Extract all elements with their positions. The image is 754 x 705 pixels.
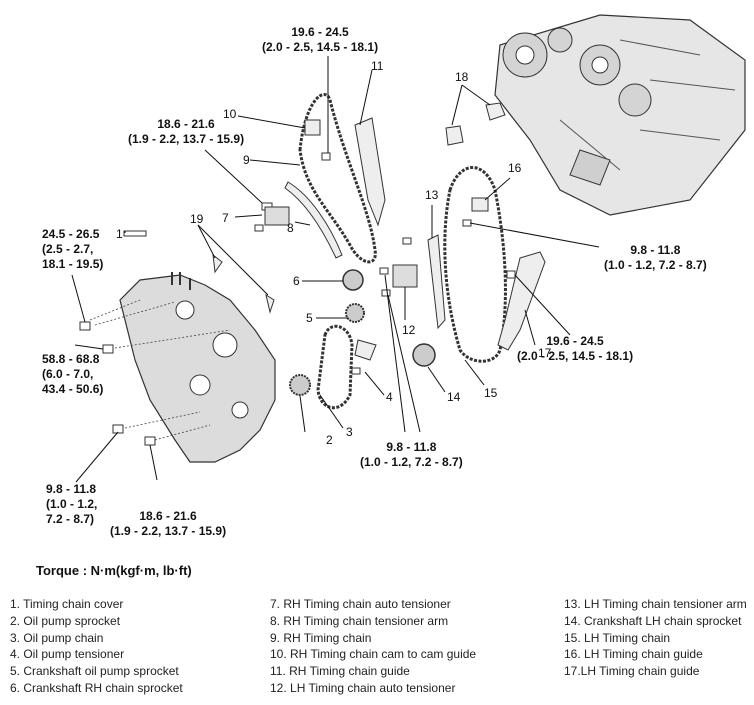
crankshaft-oil-pump-sprocket bbox=[345, 303, 365, 323]
callout-5: 5 bbox=[306, 311, 313, 325]
legend-item: 3. Oil pump chain bbox=[10, 630, 104, 645]
torque-spec-rh-tensioner: 18.6 - 21.6(1.9 - 2.2, 13.7 - 15.9) bbox=[128, 117, 245, 146]
legend-item: 13. LH Timing chain tensioner arm bbox=[564, 597, 747, 611]
legend-item: 17.LH Timing chain guide bbox=[564, 664, 700, 679]
legend-item: 15. LH Timing chain bbox=[564, 630, 671, 645]
callout-4: 4 bbox=[386, 390, 393, 404]
callout-17: 17 bbox=[538, 346, 552, 360]
rh-chain-guide bbox=[354, 117, 386, 227]
exploded-timing-diagram bbox=[71, 14, 746, 483]
torque-spec-lh-guide-17: 19.6 - 24.5(2.0 - 2.5, 14.5 - 18.1) bbox=[517, 334, 634, 363]
callout-18: 18 bbox=[455, 70, 469, 84]
legend-item: 14. Crankshaft LH chain sprocket bbox=[564, 613, 742, 628]
callout-2: 2 bbox=[326, 433, 333, 447]
lh-chain-guide bbox=[471, 197, 489, 212]
callout-1: 1 bbox=[116, 227, 123, 241]
callout-3: 3 bbox=[346, 425, 353, 439]
callout-19: 19 bbox=[190, 212, 204, 226]
lh-chain-guide-17 bbox=[497, 251, 546, 351]
lh-tensioner-arm bbox=[427, 234, 446, 330]
torque-spec-cover-mid: 58.8 - 68.8(6.0 - 7.0,43.4 - 50.6) bbox=[42, 352, 104, 396]
rh-tensioner-arm bbox=[284, 181, 343, 259]
torque-spec-rh-cam-guide: 19.6 - 24.5(2.0 - 2.5, 14.5 - 18.1) bbox=[262, 25, 379, 54]
part-18-bracket-b bbox=[445, 125, 464, 146]
engine-block-illustration bbox=[494, 14, 746, 216]
legend-item: 2. Oil pump sprocket bbox=[10, 613, 121, 628]
legend-item: 7. RH Timing chain auto tensioner bbox=[270, 597, 451, 611]
legend-item: 1. Timing chain cover bbox=[10, 597, 124, 611]
rh-auto-tensioner bbox=[264, 206, 290, 226]
legend-column-2: 7. RH Timing chain auto tensioner 8. RH … bbox=[270, 596, 476, 697]
legend-item: 11. RH Timing chain guide bbox=[270, 664, 410, 679]
legend-item: 10. RH Timing chain cam to cam guide bbox=[270, 647, 477, 662]
callout-12: 12 bbox=[402, 323, 416, 337]
crankshaft-rh-sprocket bbox=[342, 269, 364, 291]
callout-11: 11 bbox=[371, 59, 384, 73]
lh-auto-tensioner bbox=[392, 264, 418, 288]
oil-pump-tensioner bbox=[354, 339, 377, 361]
callout-13: 13 bbox=[425, 188, 439, 202]
callout-10: 10 bbox=[223, 107, 237, 121]
callout-6: 6 bbox=[293, 274, 300, 288]
torque-spec-cover-top: 24.5 - 26.5(2.5 - 2.7,18.1 - 19.5) bbox=[42, 227, 104, 271]
timing-chain-cover-illustration bbox=[119, 272, 276, 463]
torque-spec-lh-guide: 9.8 - 11.8(1.0 - 1.2, 7.2 - 8.7) bbox=[604, 243, 707, 272]
legend-column-1: 1. Timing chain cover 2. Oil pump sprock… bbox=[10, 596, 183, 697]
legend-column-3: 13. LH Timing chain tensioner arm 14. Cr… bbox=[564, 596, 747, 680]
callout-8: 8 bbox=[287, 221, 294, 235]
oil-pump-sprocket bbox=[289, 374, 311, 396]
cam-to-cam-guide bbox=[304, 119, 321, 136]
crankshaft-lh-sprocket bbox=[412, 343, 436, 367]
legend-item: 12. LH Timing chain auto tensioner bbox=[270, 680, 456, 695]
legend-item: 8. RH Timing chain tensioner arm bbox=[270, 613, 449, 628]
callout-9: 9 bbox=[243, 153, 250, 167]
rh-timing-chain bbox=[298, 93, 377, 264]
part-19-guide bbox=[212, 253, 223, 274]
callout-14: 14 bbox=[447, 390, 461, 404]
torque-spec-cover-bottom: 9.8 - 11.8(1.0 - 1.2,7.2 - 8.7) bbox=[46, 482, 98, 526]
torque-spec-cover-lower: 18.6 - 21.6(1.9 - 2.2, 13.7 - 15.9) bbox=[110, 509, 227, 538]
legend-item: 4. Oil pump tensioner bbox=[10, 647, 125, 662]
legend-item: 16. LH Timing chain guide bbox=[564, 647, 703, 662]
callout-7: 7 bbox=[222, 211, 229, 225]
legend-item: 6. Crankshaft RH chain sprocket bbox=[10, 680, 183, 695]
legend-item: 9. RH Timing chain bbox=[270, 630, 372, 645]
callout-16: 16 bbox=[508, 161, 522, 175]
callout-15: 15 bbox=[484, 386, 498, 400]
bolt-alignment-lines bbox=[89, 299, 231, 441]
legend-item: 5. Crankshaft oil pump sprocket bbox=[10, 664, 179, 679]
torque-spec-lh-tensioner: 9.8 - 11.8(1.0 - 1.2, 7.2 - 8.7) bbox=[360, 440, 463, 469]
part-19-guide-b bbox=[265, 293, 275, 314]
lh-timing-chain bbox=[443, 166, 507, 363]
leader-lines bbox=[71, 56, 600, 483]
oil-pump-chain bbox=[316, 324, 354, 409]
torque-units-label: Torque : N·m(kgf·m, lb·ft) bbox=[36, 563, 192, 578]
part-18-bracket bbox=[485, 102, 506, 121]
